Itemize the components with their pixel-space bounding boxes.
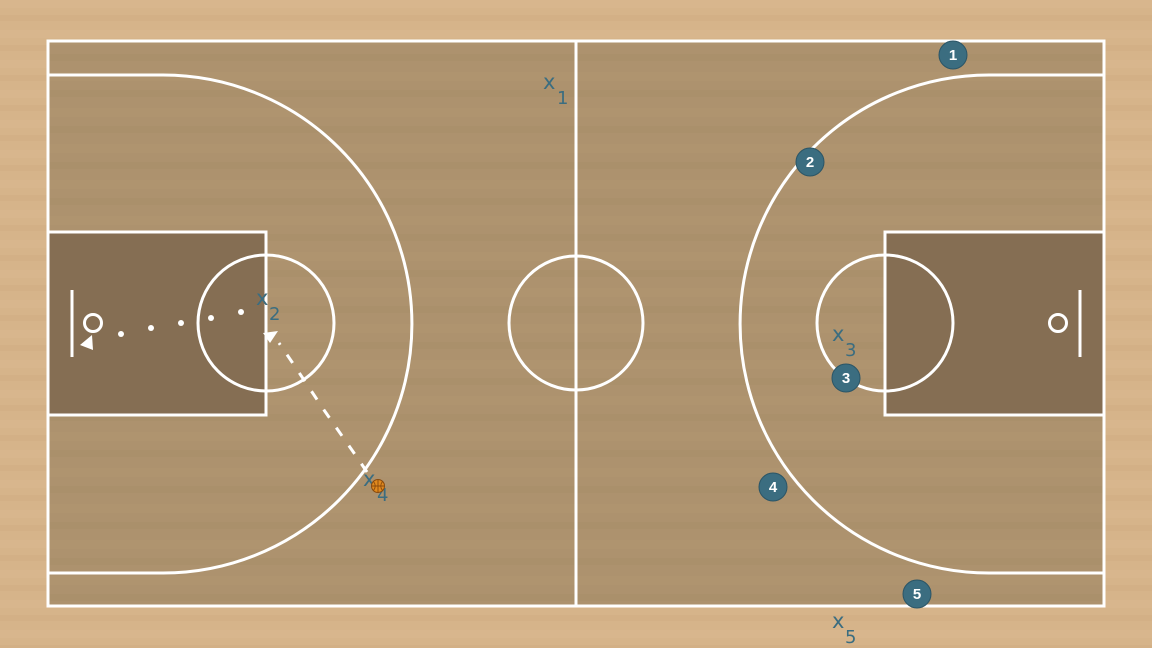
offense-player-4-label: 4 [769, 479, 778, 496]
cut-path [118, 309, 244, 337]
cut-arrowhead [80, 335, 93, 350]
defender-x3[interactable]: x 3 [832, 322, 856, 361]
offense-player-4[interactable]: 4 [758, 472, 788, 502]
left-paint-outline [46, 230, 268, 417]
right-paint-outline [883, 230, 1106, 417]
dribble-arrowhead [263, 331, 278, 343]
defender-x3-sub: 3 [845, 340, 856, 361]
offense-player-5[interactable]: 5 [902, 579, 932, 609]
offense-player-2-label: 2 [806, 154, 814, 171]
defender-x5-mark: x [832, 609, 844, 633]
left-paint [48, 232, 266, 415]
center-circle [507, 254, 645, 392]
right-three-point-line [738, 73, 1104, 575]
defender-x2-sub: 2 [269, 304, 280, 325]
basketball-icon[interactable] [371, 479, 385, 493]
offense-player-1[interactable]: 1 [938, 40, 968, 70]
dribble-path [277, 342, 369, 473]
right-free-throw-circle [815, 253, 955, 393]
offense-player-3-label: 3 [842, 370, 850, 387]
defender-x1-sub: 1 [557, 88, 568, 109]
defender-x5-sub: 5 [845, 627, 856, 648]
right-paint [885, 232, 1104, 415]
left-free-throw-circle [196, 253, 336, 393]
offense-player-5-label: 5 [913, 586, 921, 603]
left-three-point-line [48, 73, 414, 575]
defender-x4-sub: 4 [377, 485, 388, 506]
defender-x5[interactable]: x 5 [832, 609, 856, 648]
offense-player-1-label: 1 [949, 47, 957, 64]
defender-x2-mark: x [256, 286, 268, 310]
defender-x1[interactable]: x 1 [543, 70, 568, 109]
offense-player-2[interactable]: 2 [795, 147, 825, 177]
defender-x3-mark: x [832, 322, 844, 346]
right-basket [1048, 313, 1068, 333]
left-basket [83, 313, 103, 333]
offense-player-3[interactable]: 3 [831, 363, 861, 393]
defender-x1-mark: x [543, 70, 555, 94]
defender-x2[interactable]: x 2 [256, 286, 280, 325]
